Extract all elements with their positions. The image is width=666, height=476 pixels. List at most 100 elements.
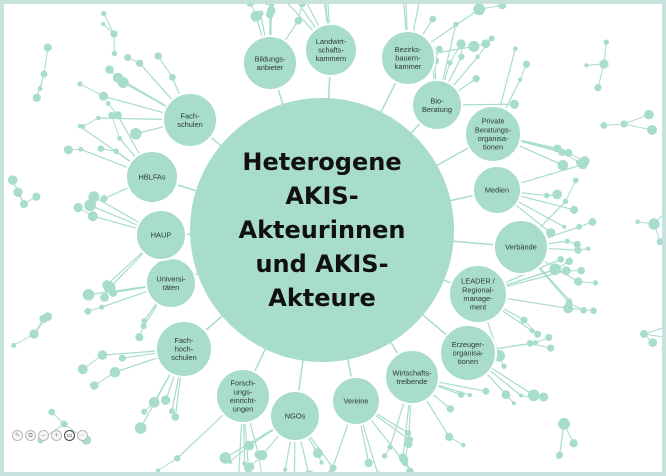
branch-dot — [108, 111, 116, 119]
branch-dot — [577, 266, 585, 275]
actor-node-hblfas: HBLFAs — [125, 150, 179, 204]
branch-dot — [584, 63, 589, 68]
branch-line — [404, 463, 415, 472]
actor-node-haup: HAUP — [135, 209, 187, 261]
actor-label: Landwirt-schafts-kammern — [316, 37, 347, 63]
branch-dot — [227, 459, 233, 465]
actor-label-line: täten — [163, 283, 179, 292]
branch-dot — [375, 471, 380, 472]
branch-dot — [364, 458, 373, 468]
actor-label-line: Verbände — [505, 243, 537, 252]
actor-circle — [493, 219, 549, 275]
branch-dot — [600, 122, 608, 129]
branch-dot — [97, 350, 108, 360]
branch-dot — [100, 293, 109, 302]
actor-label-line: NGOs — [285, 412, 306, 421]
branch-dot — [561, 224, 567, 230]
branch-dot — [572, 177, 579, 184]
actor-label: Medien — [485, 186, 509, 195]
branch-line — [244, 463, 251, 472]
branch-dot — [573, 240, 581, 248]
presenter-icon[interactable]: ▭ — [64, 430, 75, 441]
actor-label-line: Medien — [485, 186, 509, 195]
actor-circle — [448, 264, 508, 324]
actor-label: Vereine — [343, 397, 368, 406]
branch-dot — [488, 35, 495, 42]
branch-dot — [459, 41, 464, 46]
actor-label-line: bauern- — [395, 54, 421, 63]
branch-dot — [32, 192, 41, 201]
branch-dot — [561, 266, 571, 276]
actor-label: Wirtschafts-treibende — [392, 368, 432, 386]
zoom-in-icon[interactable]: + — [51, 430, 62, 441]
actor-label: NGOs — [285, 412, 306, 421]
actor-circle — [411, 79, 463, 131]
actor-node-vereine: Vereine — [331, 376, 381, 426]
branch-dot — [246, 4, 255, 7]
branch-dot — [381, 453, 388, 459]
branch-dot — [118, 354, 126, 362]
branch-dot — [63, 145, 73, 155]
branch-dot — [570, 205, 579, 214]
branch-line — [157, 55, 173, 78]
pencil-icon[interactable]: ✎ — [12, 430, 23, 441]
more-icon[interactable]: ⋯ — [77, 430, 88, 441]
branch-dot — [7, 175, 18, 185]
actor-label-line: Erzeuger- — [452, 340, 485, 349]
branch-dot — [648, 338, 658, 348]
branch-dot — [522, 60, 531, 68]
actor-label-line: Universi- — [156, 274, 186, 283]
branch-dot — [558, 418, 570, 430]
actor-circle — [135, 209, 187, 261]
branch-dot — [73, 202, 83, 213]
actor-label-line: ungs- — [234, 387, 253, 396]
branch-dot — [644, 109, 654, 120]
branch-dot — [481, 39, 491, 49]
branch-dot — [509, 99, 519, 109]
branch-dot — [141, 408, 148, 415]
branch-dot — [513, 46, 518, 51]
branch-dot — [77, 81, 83, 87]
actor-node-medien: Medien — [472, 165, 522, 215]
zoom-out-icon[interactable]: − — [38, 430, 49, 441]
branch-dot — [100, 195, 108, 203]
branch-dot — [101, 10, 107, 17]
actor-label: HBLFAs — [138, 173, 165, 182]
actor-label-line: Beratungs- — [475, 125, 512, 134]
actor-label-line: Beratung — [422, 105, 452, 114]
branch-dot — [134, 422, 147, 434]
actor-node-ngos: NGOs — [269, 390, 321, 442]
branch-dot — [97, 145, 105, 152]
actor-circle — [269, 390, 321, 442]
branch-dot — [511, 401, 516, 406]
branch-dot — [19, 199, 29, 209]
actor-circle — [242, 35, 298, 91]
branch-line — [107, 103, 119, 116]
branch-line — [258, 454, 262, 472]
branch-dot — [111, 50, 118, 57]
actor-label: HAUP — [151, 231, 172, 240]
branch-dot — [472, 75, 480, 83]
actor-label-line: Wirtschafts- — [392, 368, 432, 377]
actor-label: Universi-täten — [156, 274, 186, 292]
branch-line — [36, 73, 45, 98]
actor-node-universitaeten: Universi-täten — [145, 257, 197, 309]
actor-node-bio-beratung: Bio-Beratung — [411, 79, 463, 131]
copy-icon[interactable]: ⧉ — [25, 430, 36, 441]
branch-dot — [312, 448, 323, 459]
branch-dot — [135, 333, 144, 342]
actor-circle — [464, 105, 522, 163]
branch-dot — [39, 314, 48, 324]
center-title-line: AKIS- — [285, 182, 358, 210]
actor-label-line: Forsch- — [230, 379, 256, 388]
branch-dot — [501, 363, 507, 369]
branch-dot — [160, 395, 171, 405]
actor-circle — [472, 165, 522, 215]
actor-circle — [304, 23, 358, 77]
branch-line — [477, 38, 493, 58]
branch-dot — [588, 218, 597, 226]
branch-dot — [90, 381, 99, 390]
